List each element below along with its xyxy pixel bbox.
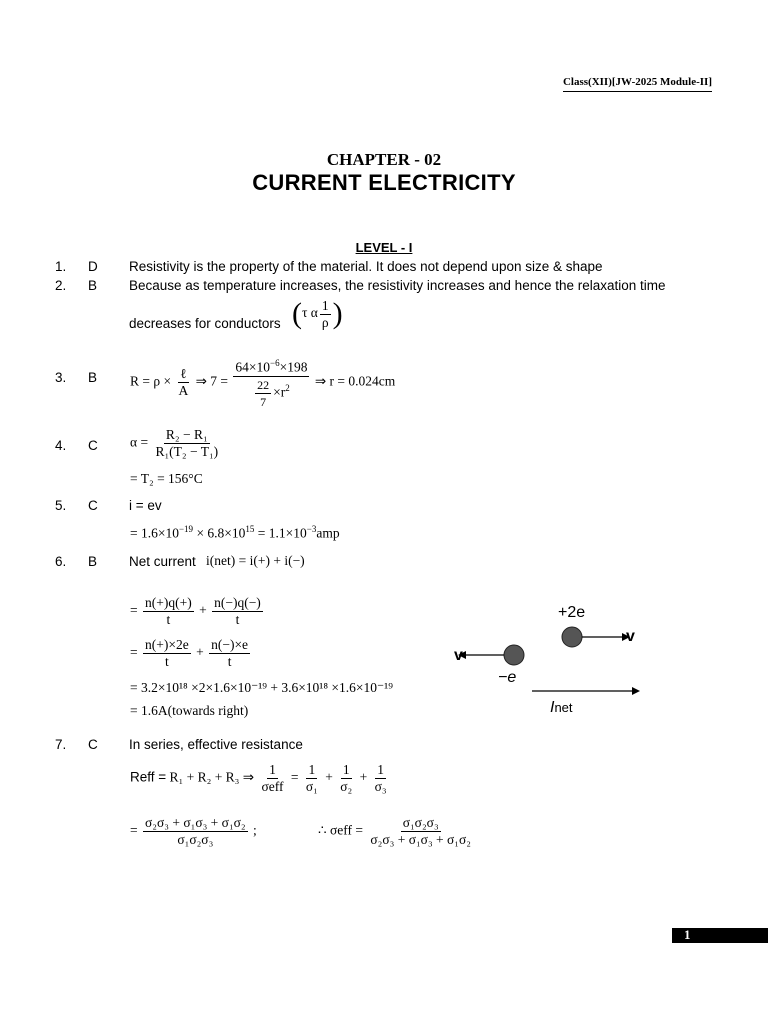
q5-answer: C <box>88 498 98 513</box>
q3-answer: B <box>88 370 98 385</box>
q3-number: 3. <box>55 370 67 385</box>
q6-text: Net current <box>129 554 196 569</box>
q4-result: = T₂ = 156°C <box>130 471 203 486</box>
plus-2e-label: +2e <box>558 604 585 621</box>
q5-result: = 1.6×10−19 × 6.8×1015 = 1.1×10−3amp <box>130 524 340 541</box>
q7-text: In series, effective resistance <box>129 737 303 752</box>
q7-answer: C <box>88 737 98 752</box>
level-heading: LEVEL - I <box>355 240 413 255</box>
header-class-label: Class(XII)[JW-2025 Module-II] <box>562 76 712 92</box>
charge-motion-figure: +2e v v −e Inet <box>454 604 640 716</box>
page-title: CURRENT ELECTRICITY <box>252 170 516 195</box>
q6-line3: = 3.2×10¹⁸ ×2×1.6×10⁻¹⁹ + 3.6×10¹⁸ ×1.6×… <box>130 680 393 695</box>
q2-text-continued: decreases for conductors <box>129 316 281 331</box>
q1-answer: D <box>88 259 98 274</box>
inet-arrow-head-icon <box>632 687 640 695</box>
arrow-head-left-icon <box>458 651 466 659</box>
page-number: 1 <box>684 927 691 942</box>
q6-line4: = 1.6A(towards right) <box>130 703 249 718</box>
inet-label: Inet <box>550 699 573 716</box>
q6-net-current-eq: i(net) = i(+) + i(−) <box>206 553 305 568</box>
v-label-right: v <box>626 628 635 645</box>
page-number-bar <box>672 928 768 943</box>
positive-charge-icon <box>561 626 583 648</box>
q2-answer: B <box>88 278 98 293</box>
q6-answer: B <box>88 554 98 569</box>
q1-number: 1. <box>55 259 67 274</box>
q4-answer: C <box>88 438 98 453</box>
q5-number: 5. <box>55 498 67 513</box>
q5-text: i = ev <box>129 498 162 513</box>
q2-number: 2. <box>55 278 67 293</box>
v-label-left: v <box>454 647 463 664</box>
q2-text: Because as temperature increases, the re… <box>129 278 666 293</box>
q6-number: 6. <box>55 554 67 569</box>
q4-number: 4. <box>55 438 67 453</box>
negative-charge-icon <box>503 644 525 666</box>
q1-text: Resistivity is the property of the mater… <box>129 259 603 274</box>
arrow-head-icon <box>622 633 630 641</box>
chapter-heading: CHAPTER - 02 <box>326 150 442 169</box>
minus-e-label: −e <box>498 669 516 686</box>
q7-number: 7. <box>55 737 67 752</box>
q6-line1: = n(+)q(+)t + n(−)q(−)t <box>130 595 263 627</box>
